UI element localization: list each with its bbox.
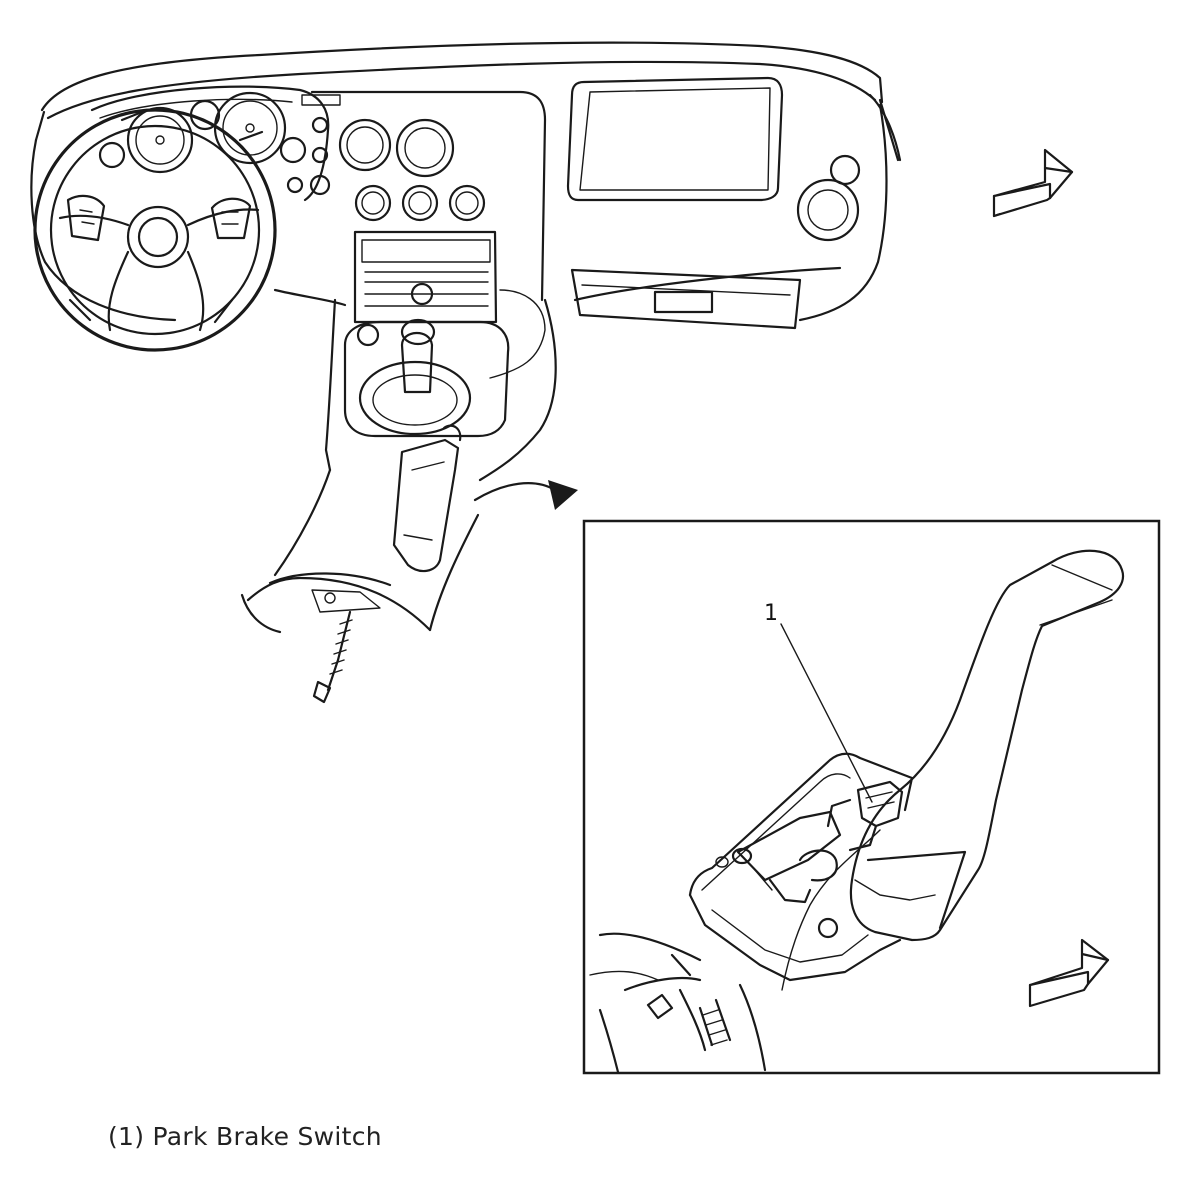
instrument-gauges [98,91,307,174]
steering-wheel [33,108,277,352]
callout-number: 1 [764,601,778,626]
center-stack [286,90,557,482]
curved-pointer-arrow-icon [473,480,578,510]
view-direction-arrow-icon [1028,938,1110,1008]
legend-item-1: (1) Park Brake Switch [108,1122,382,1151]
park-brake-switch [781,780,904,991]
passenger-dash [566,76,902,330]
console-lid [240,424,480,704]
dashboard-overview [30,41,1074,704]
detail-inset: 1 [582,519,1161,1075]
view-direction-arrow-icon [992,148,1074,218]
